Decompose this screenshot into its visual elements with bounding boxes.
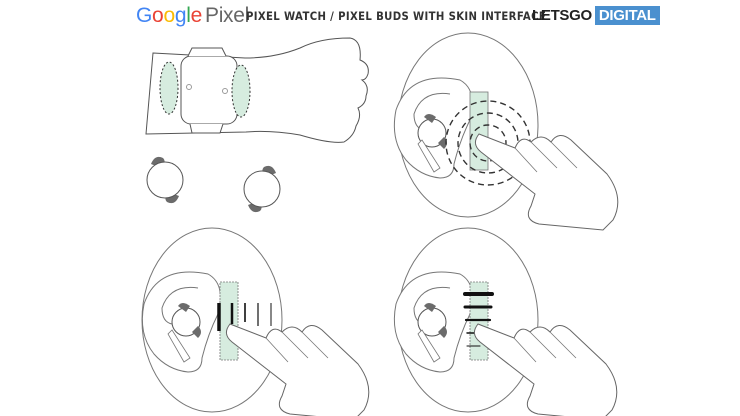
logo-letter: G: [136, 4, 153, 27]
logo-letter: g: [174, 4, 187, 27]
figure-watch-on-wrist: [145, 37, 369, 143]
letsgo-digital-logo: LETSGO DIGITAL: [532, 6, 660, 25]
figure-swipe-vertical: [393, 227, 618, 416]
brand-part1: LETSGO: [532, 7, 592, 24]
logo-letter: o: [152, 4, 164, 27]
logo-product: Pixel: [204, 4, 250, 27]
logo-letter: o: [163, 4, 175, 27]
logo-letter: l: [186, 4, 191, 27]
page-title: PIXEL WATCH / PIXEL BUDS WITH SKIN INTER…: [246, 9, 547, 23]
logo-letter: e: [190, 4, 203, 27]
brand-part2: DIGITAL: [594, 6, 660, 25]
figure-swipe-horizontal: [141, 227, 370, 416]
figure-earbuds-pair: [146, 156, 281, 213]
figure-tap-gesture: [393, 32, 619, 231]
